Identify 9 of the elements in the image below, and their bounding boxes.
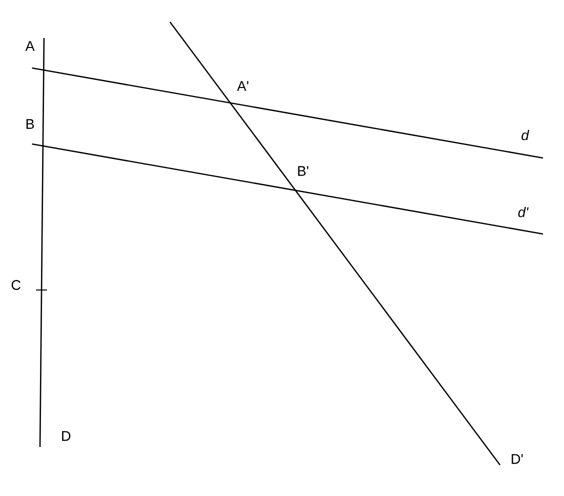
point-label: B' xyxy=(298,166,308,176)
line-label: d xyxy=(522,130,530,140)
point-label: D' xyxy=(512,454,523,464)
point-label: D xyxy=(62,431,70,441)
point-label: A xyxy=(25,41,35,51)
point-label: A' xyxy=(237,81,248,91)
point-label: B xyxy=(26,119,34,129)
line-label: d' xyxy=(518,206,529,218)
point-label: C xyxy=(12,280,21,290)
